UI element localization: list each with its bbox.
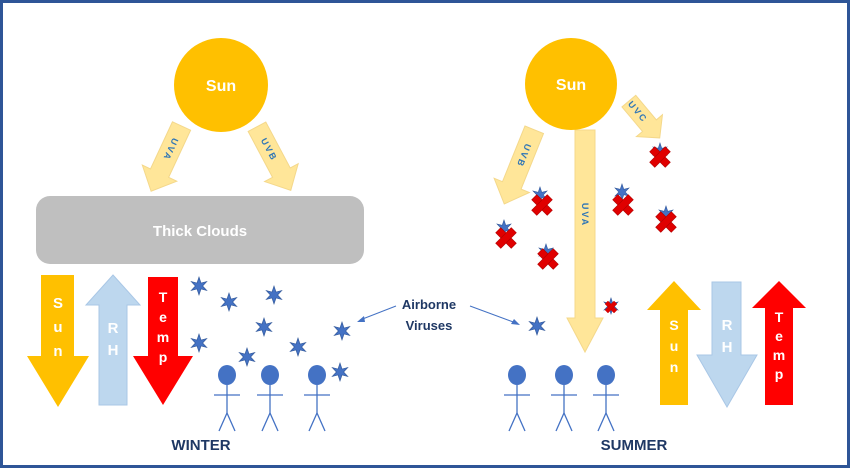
summer-panel: UVB UVC UVA Sun xyxy=(493,38,806,454)
winter-label: WINTER xyxy=(171,437,230,454)
airborne-label: Airborne xyxy=(402,297,456,312)
winter-uva-ray: UVA xyxy=(141,121,192,192)
summer-uvb-ray: UVB xyxy=(493,125,545,205)
summer-uva-ray: UVA xyxy=(566,129,604,354)
summer-rh-down-arrow xyxy=(696,281,758,409)
summer-sun-up-arrow xyxy=(647,281,701,405)
summer-label: SUMMER xyxy=(601,437,668,454)
summer-sun-label: Sun xyxy=(556,77,586,94)
winter-temp-down-arrow xyxy=(133,277,193,405)
thick-clouds-label: Thick Clouds xyxy=(153,223,247,240)
summer-uva-label: UVA xyxy=(580,203,590,227)
thick-clouds xyxy=(36,196,364,264)
winter-sun xyxy=(174,38,268,132)
summer-temp-up-arrow xyxy=(752,281,806,405)
winter-sun-label: Sun xyxy=(206,78,236,95)
summer-uvc-ray: UVC xyxy=(621,94,664,139)
summer-sun xyxy=(525,38,617,130)
airborne-viruses-callout: Airborne Viruses xyxy=(357,297,520,333)
winter-sun-down-arrow xyxy=(27,275,89,407)
winter-panel: UVA UVB Sun Thick Clouds xyxy=(27,38,364,454)
winter-uvb-ray: UVB xyxy=(247,121,299,191)
viruses-label: Viruses xyxy=(406,318,453,333)
winter-rh-up-arrow xyxy=(84,274,142,406)
